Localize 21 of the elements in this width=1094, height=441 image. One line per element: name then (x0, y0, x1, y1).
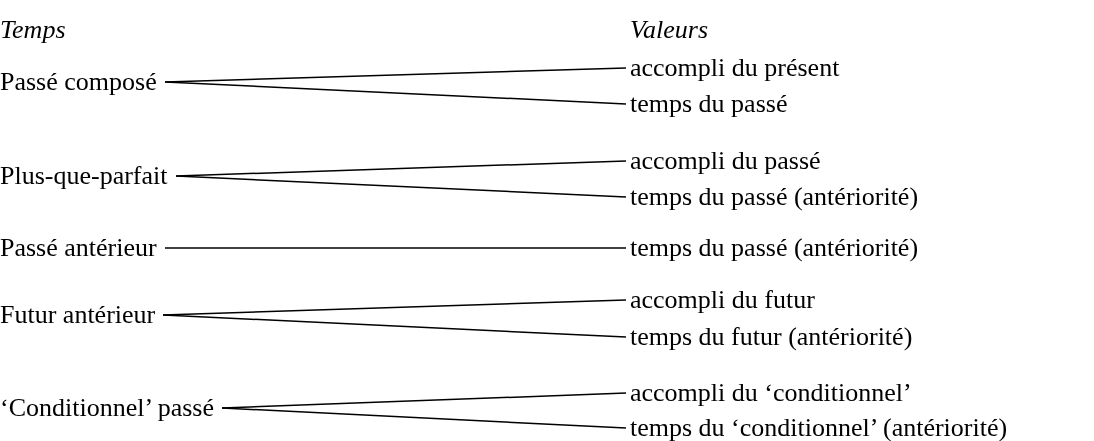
column-heading: Valeurs (630, 15, 708, 45)
value-label: accompli du ‘conditionnel’ (630, 378, 912, 408)
connector-line (162, 314, 627, 338)
value-label: accompli du présent (630, 53, 840, 83)
connector-line (164, 247, 627, 249)
value-label: temps du futur (antériorité) (630, 322, 913, 352)
tense-label: Futur antérieur (0, 300, 156, 330)
value-label: accompli du passé (630, 146, 821, 176)
connector-line (175, 175, 627, 198)
value-label: temps du passé (antériorité) (630, 182, 919, 212)
value-label: temps du passé (antériorité) (630, 233, 919, 263)
tense-label: ‘Conditionnel’ passé (0, 393, 214, 423)
connector-line (164, 81, 627, 105)
connector-line (221, 407, 627, 429)
value-label: temps du ‘conditionnel’ (antériorité) (630, 413, 1008, 441)
value-label: temps du passé (630, 89, 788, 119)
tense-label: Plus-que-parfait (0, 161, 168, 191)
value-label: accompli du futur (630, 285, 815, 315)
tense-label: Passé antérieur (0, 233, 157, 263)
tense-label: Passé composé (0, 67, 157, 97)
column-heading: Temps (0, 15, 66, 45)
